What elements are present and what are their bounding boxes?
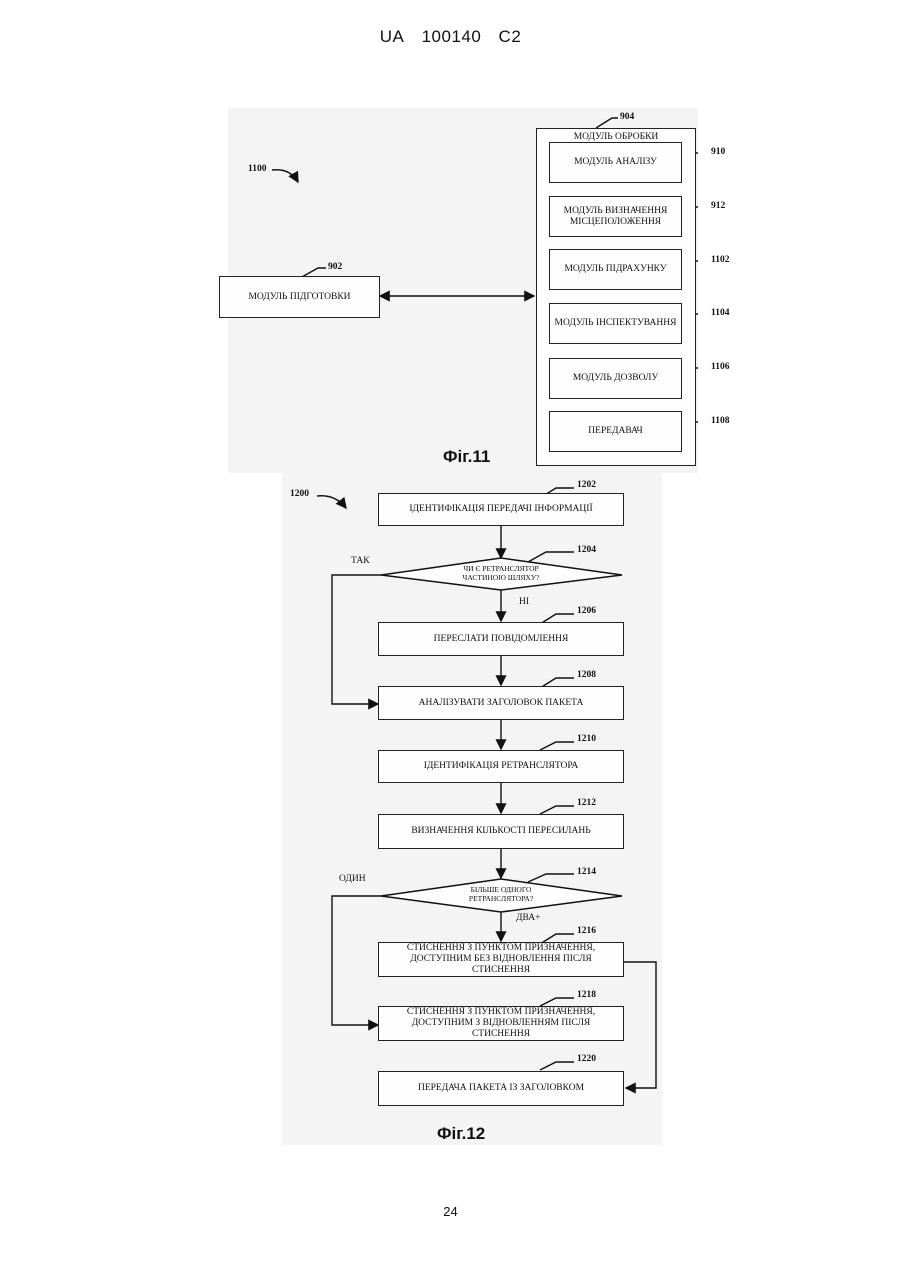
ref-1102: 1102 (711, 255, 729, 265)
location-module-label: МОДУЛЬ ВИЗНАЧЕННЯ МІСЦЕПОЛОЖЕННЯ (561, 206, 671, 228)
ref-1220: 1220 (577, 1054, 596, 1064)
analysis-module-label: МОДУЛЬ АНАЛІЗУ (574, 157, 657, 168)
step-1218-label: СТИСНЕННЯ З ПУНКТОМ ПРИЗНАЧЕННЯ, ДОСТУПН… (383, 1007, 619, 1040)
ref-1104: 1104 (711, 308, 729, 318)
ref-912: 912 (711, 201, 725, 211)
counting-module-label: МОДУЛЬ ПІДРАХУНКУ (564, 264, 666, 275)
step-1210-box: ІДЕНТИФІКАЦІЯ РЕТРАНСЛЯТОРА (378, 750, 624, 783)
decision-1204-no: НІ (519, 597, 529, 607)
permission-module-box: МОДУЛЬ ДОЗВОЛУ (549, 358, 682, 399)
step-1212-label: ВИЗНАЧЕННЯ КІЛЬКОСТІ ПЕРЕСИЛАНЬ (411, 826, 590, 837)
ref-904: 904 (620, 112, 634, 122)
page-number: 24 (0, 1204, 901, 1219)
ref-1218: 1218 (577, 990, 596, 1000)
decision-1214-two: ДВА+ (516, 913, 540, 923)
ref-902: 902 (328, 262, 342, 272)
step-1208-label: АНАЛІЗУВАТИ ЗАГОЛОВОК ПАКЕТА (419, 698, 584, 709)
ref-1208: 1208 (577, 670, 596, 680)
fig11-caption: Фіг.11 (443, 447, 490, 467)
transmitter-label: ПЕРЕДАВАЧ (588, 426, 642, 437)
ref-1206: 1206 (577, 606, 596, 616)
decision-1214-one: ОДИН (339, 874, 366, 884)
ref-1202: 1202 (577, 480, 596, 490)
step-1212-box: ВИЗНАЧЕННЯ КІЛЬКОСТІ ПЕРЕСИЛАНЬ (378, 814, 624, 849)
ref-1204: 1204 (577, 545, 596, 555)
location-module-box: МОДУЛЬ ВИЗНАЧЕННЯ МІСЦЕПОЛОЖЕННЯ (549, 196, 682, 237)
step-1216-label: СТИСНЕННЯ З ПУНКТОМ ПРИЗНАЧЕННЯ, ДОСТУПН… (383, 943, 619, 976)
prep-module-box: МОДУЛЬ ПІДГОТОВКИ (219, 276, 380, 318)
ref-910: 910 (711, 147, 725, 157)
step-1202-box: ІДЕНТИФІКАЦІЯ ПЕРЕДАЧІ ІНФОРМАЦІЇ (378, 493, 624, 526)
ref-1216: 1216 (577, 926, 596, 936)
ref-1108: 1108 (711, 416, 729, 426)
inspection-module-box: МОДУЛЬ ІНСПЕКТУВАННЯ (549, 303, 682, 344)
ref-1210: 1210 (577, 734, 596, 744)
processing-module-label: МОДУЛЬ ОБРОБКИ (537, 132, 695, 142)
ref-1100: 1100 (248, 164, 266, 174)
ref-1214: 1214 (577, 867, 596, 877)
permission-module-label: МОДУЛЬ ДОЗВОЛУ (573, 373, 658, 384)
step-1220-box: ПЕРЕДАЧА ПАКЕТА ІЗ ЗАГОЛОВКОМ (378, 1071, 624, 1106)
ref-1212: 1212 (577, 798, 596, 808)
decision-1204-yes: ТАК (351, 556, 370, 566)
step-1206-label: ПЕРЕСЛАТИ ПОВІДОМЛЕННЯ (434, 634, 569, 645)
step-1218-box: СТИСНЕННЯ З ПУНКТОМ ПРИЗНАЧЕННЯ, ДОСТУПН… (378, 1006, 624, 1041)
step-1210-label: ІДЕНТИФІКАЦІЯ РЕТРАНСЛЯТОРА (424, 761, 579, 772)
step-1206-box: ПЕРЕСЛАТИ ПОВІДОМЛЕННЯ (378, 622, 624, 656)
fig12-caption: Фіг.12 (437, 1124, 485, 1144)
ref-1200: 1200 (290, 489, 309, 499)
decision-1204-label: ЧИ Є РЕТРАНСЛЯТОР ЧАСТИНОЮ ШЛЯХУ? (446, 565, 556, 582)
counting-module-box: МОДУЛЬ ПІДРАХУНКУ (549, 249, 682, 290)
step-1202-label: ІДЕНТИФІКАЦІЯ ПЕРЕДАЧІ ІНФОРМАЦІЇ (409, 504, 592, 515)
transmitter-box: ПЕРЕДАВАЧ (549, 411, 682, 452)
decision-1214-label: БІЛЬШЕ ОДНОГО РЕТРАНСЛЯТОРА? (456, 886, 546, 903)
analysis-module-box: МОДУЛЬ АНАЛІЗУ (549, 142, 682, 183)
step-1220-label: ПЕРЕДАЧА ПАКЕТА ІЗ ЗАГОЛОВКОМ (418, 1083, 584, 1094)
inspection-module-label: МОДУЛЬ ІНСПЕКТУВАННЯ (555, 318, 677, 329)
prep-module-label: МОДУЛЬ ПІДГОТОВКИ (248, 292, 350, 303)
ref-1106: 1106 (711, 362, 729, 372)
step-1216-box: СТИСНЕННЯ З ПУНКТОМ ПРИЗНАЧЕННЯ, ДОСТУПН… (378, 942, 624, 977)
step-1208-box: АНАЛІЗУВАТИ ЗАГОЛОВОК ПАКЕТА (378, 686, 624, 720)
